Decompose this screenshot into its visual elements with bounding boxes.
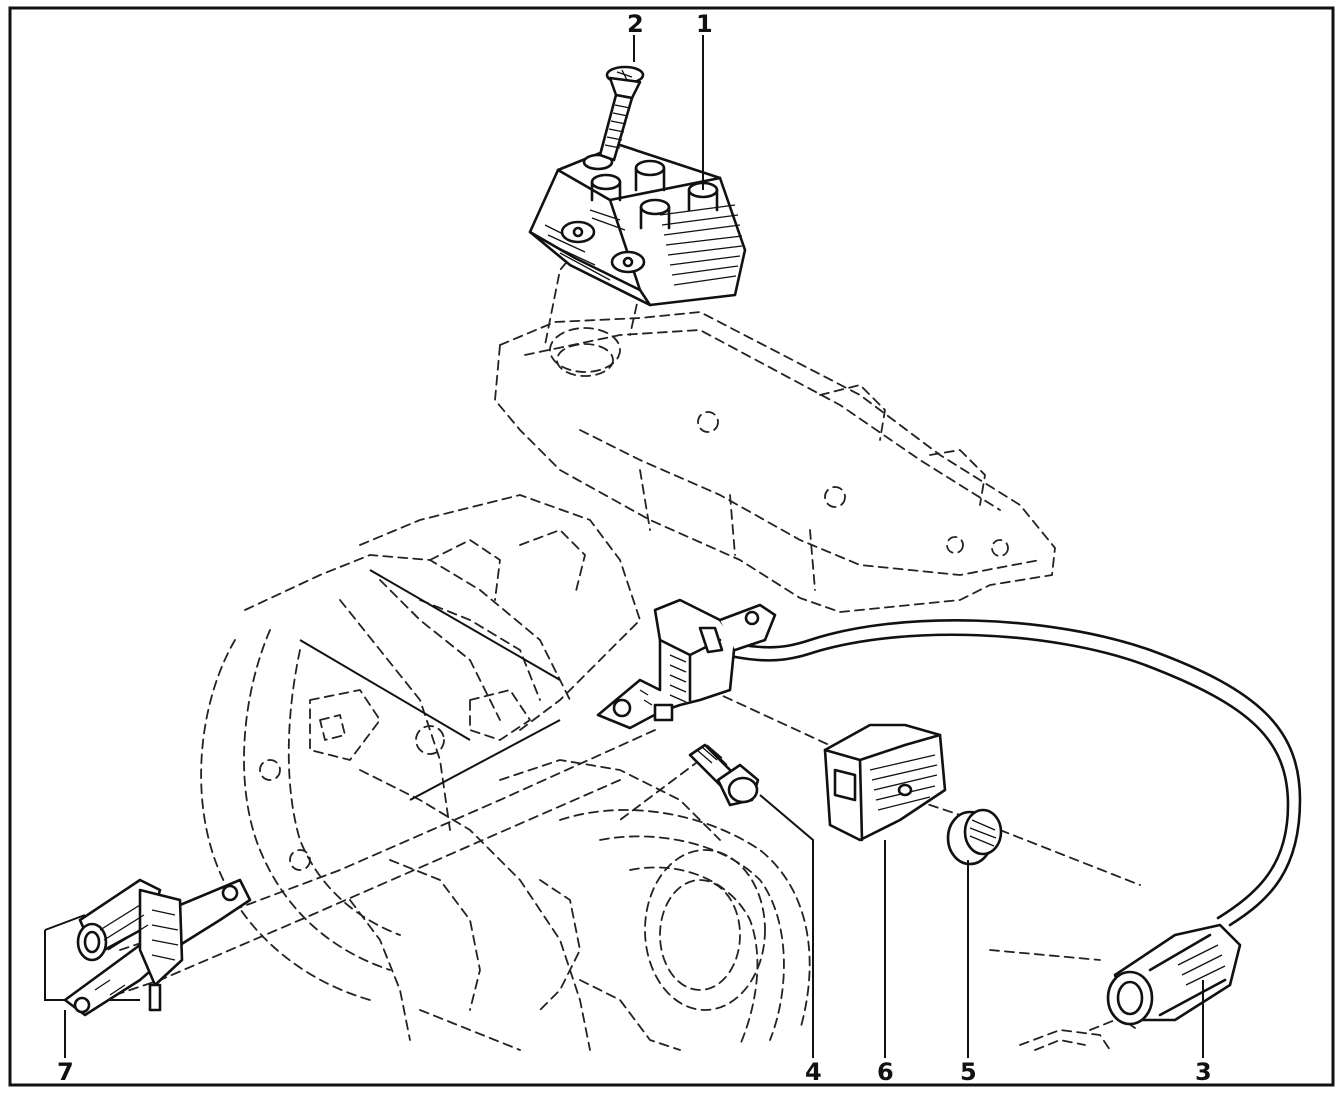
callout-leaders	[64, 35, 1204, 1058]
callout-1: 1	[696, 10, 713, 38]
part-5-grommet	[946, 808, 1003, 866]
callout-5: 5	[960, 1058, 977, 1086]
alignment-lines	[99, 204, 1141, 1001]
callout-2: 2	[627, 10, 644, 38]
part-3-sensor-connector	[703, 619, 1302, 1026]
part-7-sensor-bracket	[63, 878, 252, 1017]
part-sensor-body	[596, 598, 777, 730]
diagram-frame	[8, 6, 1335, 1087]
engine-block-outline	[200, 494, 811, 1051]
leader-4	[759, 794, 814, 1058]
callout-3: 3	[1195, 1058, 1212, 1086]
part-1-ignition-coil	[528, 143, 747, 307]
callout-6: 6	[877, 1058, 894, 1086]
mating-connector-outline	[1019, 1017, 1136, 1051]
cylinder-head-outline	[494, 311, 1056, 613]
part-2-bolt	[598, 65, 645, 162]
callout-labels: 1 2 3 4 5 6 7	[57, 10, 1212, 1086]
callout-4: 4	[805, 1058, 822, 1086]
callout-7: 7	[57, 1058, 74, 1086]
part-4-screw	[688, 743, 760, 807]
part-6-clip	[823, 723, 947, 842]
